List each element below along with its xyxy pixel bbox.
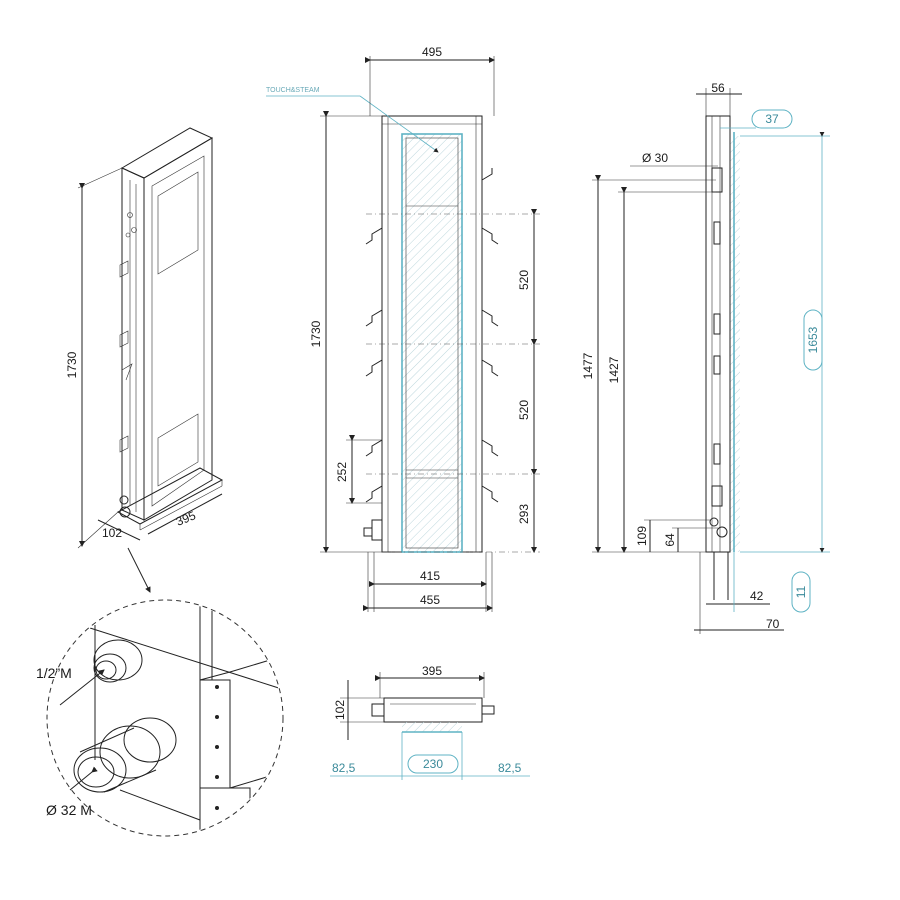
front-seg-lower: 293 (517, 504, 531, 524)
top-center-blue: 230 (423, 757, 443, 771)
side-b-blue: 11 (794, 585, 808, 598)
side-view: 56 37 Ø 30 1477 1427 1653 109 64 42 (581, 81, 830, 634)
side-frame (705, 115, 731, 553)
top-right-blue: 82,5 (498, 761, 522, 775)
side-diameter: Ø 30 (642, 151, 668, 165)
iso-top (120, 127, 214, 179)
detail-small-fitting-label: 1/2”M (36, 665, 72, 681)
side-h4: 64 (663, 533, 677, 547)
iso-height-label: 1730 (65, 351, 79, 378)
side-h-blue: 1653 (806, 326, 820, 353)
top-depth: 102 (333, 700, 347, 720)
front-bracket: 252 (335, 462, 349, 482)
front-seg-upper: 520 (517, 270, 531, 290)
front-inner-width: 415 (420, 569, 440, 583)
front-view: TOUCH&STEAM 495 1730 520 520 293 252 415… (266, 45, 540, 612)
detail-large-fitting-label: Ø 32 M (46, 802, 92, 818)
top-width: 395 (422, 664, 442, 678)
detail-circle: 1/2”M Ø 32 M (36, 599, 284, 837)
iso-front-face (143, 137, 213, 521)
front-seg-middle: 520 (517, 400, 531, 420)
top-view: 395 102 82,5 230 82,5 (330, 664, 530, 780)
iso-left-face (121, 167, 145, 521)
side-b1: 42 (750, 589, 764, 603)
front-height: 1730 (309, 320, 323, 347)
iso-depth-label: 102 (102, 526, 122, 540)
side-b2: 70 (766, 617, 780, 631)
front-label-touch-steam: TOUCH&STEAM (266, 87, 320, 94)
front-top-width: 495 (422, 45, 442, 59)
front-panel-hatch (402, 134, 462, 552)
top-left-blue: 82,5 (332, 761, 356, 775)
side-h3: 109 (635, 526, 649, 546)
iso-width-label: 395 (174, 508, 198, 529)
front-outer-width: 455 (420, 593, 440, 607)
side-top-blue: 37 (765, 112, 779, 126)
isometric-view: 1730 102 395 (65, 127, 224, 593)
side-top: 56 (711, 81, 725, 95)
side-h2: 1427 (607, 356, 621, 383)
side-h1: 1477 (581, 352, 595, 379)
front-panel (401, 133, 463, 553)
top-frame (383, 697, 483, 723)
